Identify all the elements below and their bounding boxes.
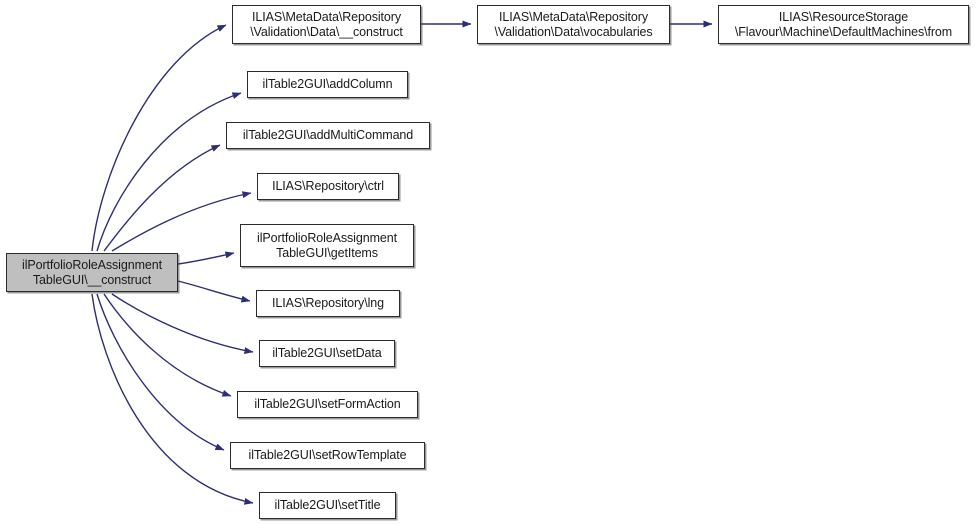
- graph-node-label-setTitle: ilTable2GUI\setTitle: [274, 498, 381, 513]
- graph-node-label-vocabularies: ILIAS\MetaData\Repository \Validation\Da…: [494, 10, 653, 39]
- graph-node-ctrl[interactable]: ILIAS\Repository\ctrl: [257, 173, 399, 200]
- graph-node-label-root: ilPortfolioRoleAssignment TableGUI\__con…: [22, 258, 162, 287]
- graph-edge-root-to-lng: [177, 280, 251, 303]
- graph-node-setTitle[interactable]: ilTable2GUI\setTitle: [259, 492, 396, 519]
- graph-node-label-addColumn: ilTable2GUI\addColumn: [262, 77, 393, 92]
- graph-edge-root-to-setRowTemplate: [96, 293, 225, 451]
- graph-edge-root-to-getItems: [177, 251, 235, 265]
- graph-node-setRowTemplate[interactable]: ilTable2GUI\setRowTemplate: [230, 442, 425, 469]
- graph-node-label-md_construct: ILIAS\MetaData\Repository \Validation\Da…: [250, 10, 403, 39]
- graph-node-root[interactable]: ilPortfolioRoleAssignment TableGUI\__con…: [6, 253, 178, 292]
- graph-node-label-getItems: ilPortfolioRoleAssignment TableGUI\getIt…: [257, 231, 397, 260]
- graph-edge-root-to-setData: [111, 293, 254, 354]
- graph-node-md_construct[interactable]: ILIAS\MetaData\Repository \Validation\Da…: [232, 5, 421, 44]
- graph-edge-root-to-setTitle: [91, 293, 254, 505]
- graph-node-lng[interactable]: ILIAS\Repository\lng: [256, 290, 400, 317]
- graph-edge-root-to-addMultiCommand: [103, 144, 221, 252]
- graph-node-label-lng: ILIAS\Repository\lng: [272, 296, 384, 311]
- graph-node-getItems[interactable]: ilPortfolioRoleAssignment TableGUI\getIt…: [240, 224, 414, 267]
- graph-edge-root-to-addColumn: [96, 92, 242, 252]
- graph-node-addColumn[interactable]: ilTable2GUI\addColumn: [247, 71, 408, 98]
- graph-edge-root-to-md_construct: [91, 24, 227, 252]
- graph-edges: [91, 20, 713, 505]
- graph-node-setData[interactable]: ilTable2GUI\setData: [259, 340, 395, 367]
- graph-node-label-ctrl: ILIAS\Repository\ctrl: [272, 179, 384, 194]
- graph-edge-root-to-setFormAction: [103, 293, 232, 397]
- graph-node-setFormAction[interactable]: ilTable2GUI\setFormAction: [237, 391, 418, 418]
- graph-node-label-setRowTemplate: ilTable2GUI\setRowTemplate: [248, 448, 407, 463]
- graph-node-vocabularies[interactable]: ILIAS\MetaData\Repository \Validation\Da…: [477, 5, 670, 44]
- graph-node-label-setFormAction: ilTable2GUI\setFormAction: [254, 397, 401, 412]
- graph-node-label-addMultiCommand: ilTable2GUI\addMultiCommand: [242, 128, 414, 143]
- graph-node-defaultMachines[interactable]: ILIAS\ResourceStorage \Flavour\Machine\D…: [718, 5, 969, 44]
- graph-node-label-defaultMachines: ILIAS\ResourceStorage \Flavour\Machine\D…: [734, 10, 953, 39]
- graph-node-label-setData: ilTable2GUI\setData: [272, 346, 382, 361]
- graph-edge-root-to-ctrl: [111, 191, 252, 252]
- graph-node-addMultiCommand[interactable]: ilTable2GUI\addMultiCommand: [226, 122, 430, 149]
